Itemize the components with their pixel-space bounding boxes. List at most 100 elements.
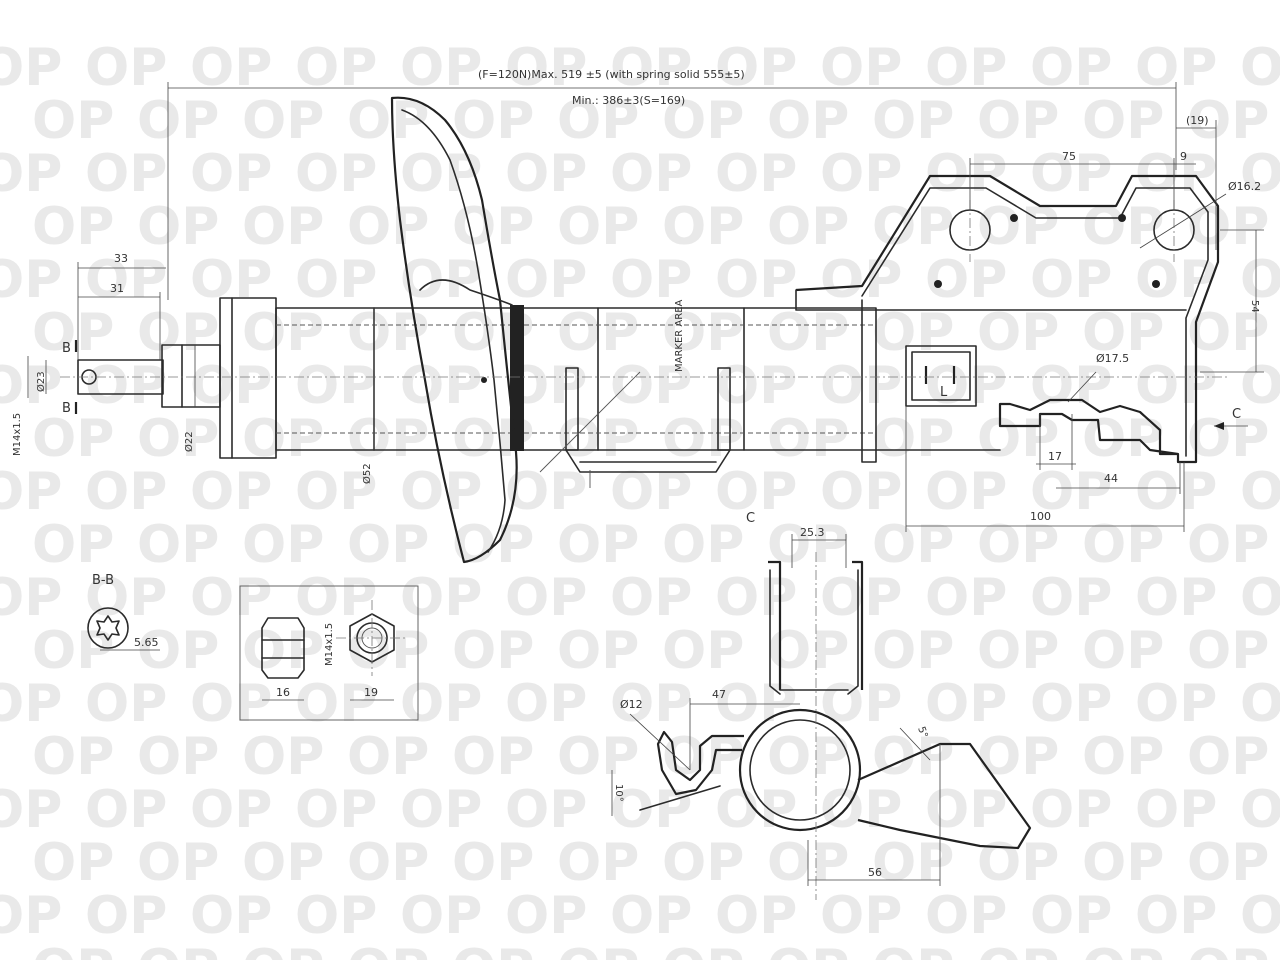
watermark-tile: OP <box>452 939 534 960</box>
watermark-tile: OP <box>1135 886 1217 946</box>
watermark-tile: OP <box>1135 356 1217 416</box>
watermark-tile: OP <box>872 939 954 960</box>
watermark-tile: OP <box>242 303 324 363</box>
watermark-tile: OP <box>1082 515 1164 575</box>
dim-hook-dia: Ø12 <box>620 698 643 711</box>
dim-slot-dia: Ø17.5 <box>1096 352 1129 365</box>
dim-rod-inner: 31 <box>110 282 124 295</box>
watermark-tile: OP <box>347 197 429 257</box>
watermark-tile: OP <box>242 197 324 257</box>
watermark-tile: OP <box>1135 780 1217 840</box>
dim-hole-spacing: 75 <box>1062 150 1076 163</box>
watermark-tile: OP <box>400 356 482 416</box>
watermark-tile: OP <box>977 621 1059 681</box>
watermark-tile: OP <box>137 833 219 893</box>
watermark-tile: OP <box>1082 833 1164 893</box>
dim-thread: M14x1.5 <box>12 413 23 456</box>
watermark-tile: OP <box>767 91 849 151</box>
watermark-tile: OP <box>1135 568 1217 628</box>
torx-profile <box>96 615 120 641</box>
watermark-tile: OP <box>610 144 692 204</box>
watermark-tile: OP <box>0 250 62 310</box>
watermark-layer: OPOPOPOPOPOPOPOPOPOPOPOPOPOPOPOPOPOPOPOP… <box>0 38 1280 960</box>
dim-clamp-reach: 47 <box>712 688 726 701</box>
watermark-tile: OP <box>610 250 692 310</box>
watermark-tile: OP <box>137 621 219 681</box>
watermark-tile: OP <box>872 727 954 787</box>
watermark-tile: OP <box>505 568 587 628</box>
watermark-tile: OP <box>977 515 1059 575</box>
dim-rod-base-dia: Ø22 <box>183 431 195 452</box>
watermark-tile: OP <box>1187 197 1269 257</box>
watermark-tile: OP <box>872 91 954 151</box>
watermark-tile: OP <box>610 462 692 522</box>
watermark-tile: OP <box>295 568 377 628</box>
section-mark-top: B <box>62 341 71 356</box>
section-bb-outline <box>87 607 129 649</box>
watermark-tile: OP <box>820 144 902 204</box>
watermark-tile: OP <box>0 674 62 734</box>
watermark-tile: OP <box>85 886 167 946</box>
watermark-tile: OP <box>1240 780 1280 840</box>
watermark-tile: OP <box>1240 144 1280 204</box>
watermark-tile: OP <box>925 462 1007 522</box>
watermark-tile: OP <box>295 780 377 840</box>
watermark-tile: OP <box>190 250 272 310</box>
watermark-tile: OP <box>452 833 534 893</box>
watermark-tile: OP <box>1082 939 1164 960</box>
strut-body: MARKER AREA L <box>60 96 1230 564</box>
watermark-tile: OP <box>767 303 849 363</box>
watermark-tile: OP <box>0 886 62 946</box>
watermark-tile: OP <box>557 727 639 787</box>
watermark-tile: OP <box>977 409 1059 469</box>
watermark-tile: OP <box>190 568 272 628</box>
knuckle-bracket <box>795 174 1220 464</box>
watermark-tile: OP <box>715 250 797 310</box>
watermark-tile: OP <box>137 409 219 469</box>
watermark-tile: OP <box>1240 462 1280 522</box>
dim-nut-hex: 19 <box>364 686 378 699</box>
watermark-tile: OP <box>85 250 167 310</box>
watermark-tile: OP <box>977 91 1059 151</box>
watermark-tile: OP <box>925 250 1007 310</box>
watermark-tile: OP <box>85 674 167 734</box>
dim-nut-width: 16 <box>276 686 290 699</box>
marker-area-label: MARKER AREA <box>674 299 685 372</box>
watermark-tile: OP <box>190 356 272 416</box>
watermark-tile: OP <box>715 356 797 416</box>
watermark-tile: OP <box>557 91 639 151</box>
watermark-tile: OP <box>295 674 377 734</box>
watermark-tile: OP <box>872 621 954 681</box>
watermark-tile: OP <box>190 780 272 840</box>
watermark-tile: OP <box>190 38 272 98</box>
watermark-tile: OP <box>137 303 219 363</box>
watermark-tile: OP <box>505 144 587 204</box>
watermark-tile: OP <box>242 939 324 960</box>
clamp-hook <box>656 730 744 796</box>
dim-arm-angle-1: 5° <box>915 725 929 739</box>
watermark-tile: OP <box>400 568 482 628</box>
watermark-tile: OP <box>1187 621 1269 681</box>
watermark-tile: OP <box>1135 674 1217 734</box>
watermark-tile: OP <box>610 780 692 840</box>
dim-rod-dia: Ø23 <box>35 371 47 392</box>
watermark-tile: OP <box>715 462 797 522</box>
watermark-tile: OP <box>1082 91 1164 151</box>
watermark-tile: OP <box>1187 727 1269 787</box>
watermark-tile: OP <box>347 409 429 469</box>
watermark-tile: OP <box>400 462 482 522</box>
section-b-b: B-B 5.65 <box>87 573 160 651</box>
watermark-tile: OP <box>1030 462 1112 522</box>
watermark-tile: OP <box>32 621 114 681</box>
watermark-tile: OP <box>190 674 272 734</box>
clamp-arm <box>857 742 1032 850</box>
watermark-tile: OP <box>1030 568 1112 628</box>
watermark-tile: OP <box>767 197 849 257</box>
max-length-note: (F=120N)Max. 519 ±5 (with spring solid 5… <box>478 68 745 81</box>
watermark-tile: OP <box>347 621 429 681</box>
watermark-tile: OP <box>767 727 849 787</box>
view-c: C 25.3 47 Ø12 5° 10° 56 <box>611 511 1032 900</box>
watermark-tile: OP <box>0 462 62 522</box>
watermark-tile: OP <box>1082 621 1164 681</box>
watermark-tile: OP <box>242 91 324 151</box>
